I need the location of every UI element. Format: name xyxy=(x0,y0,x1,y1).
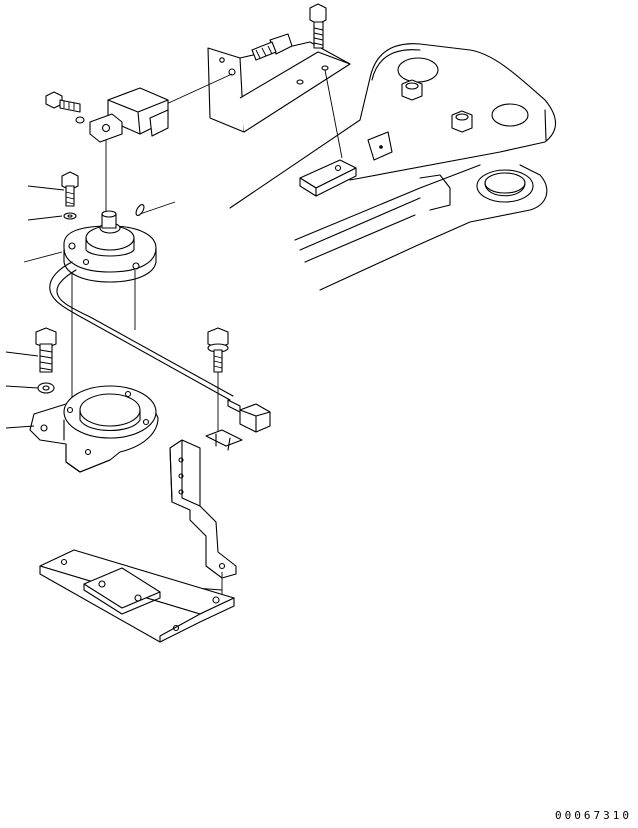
sensor-mounting-bracket xyxy=(29,385,159,473)
bracket-bolt xyxy=(35,327,57,373)
bracket-washer xyxy=(37,382,55,394)
bolt-top-vertical xyxy=(309,3,327,49)
frame-bracket xyxy=(229,43,557,291)
sensor-harness xyxy=(49,261,234,401)
upper-mounting-bracket xyxy=(207,41,351,133)
sensor-bolt xyxy=(61,171,79,207)
frame-pad xyxy=(397,57,529,127)
bolt-top-horizontal xyxy=(251,33,293,61)
o-ring xyxy=(135,204,145,216)
frame-boss xyxy=(476,169,534,203)
harness-connector xyxy=(227,399,271,433)
frame-block xyxy=(367,131,393,161)
harness-clip xyxy=(205,429,243,451)
clamp-bolt xyxy=(45,91,85,124)
callout-leaders xyxy=(5,185,176,429)
leader-bracket-to-clamp xyxy=(161,73,233,107)
drawing-code: 00067310 xyxy=(555,809,632,822)
sensor-washer xyxy=(63,212,77,220)
frame-nut-1 xyxy=(401,79,423,101)
link-bolt xyxy=(207,327,229,373)
sensor-clamp xyxy=(89,87,169,143)
frame-block-lower xyxy=(299,159,357,197)
base-plate xyxy=(39,549,235,643)
leader-bracket-to-block xyxy=(324,69,343,159)
sensor-link xyxy=(169,439,237,579)
rotary-sensor xyxy=(63,210,157,283)
frame-nut-2 xyxy=(451,110,473,133)
